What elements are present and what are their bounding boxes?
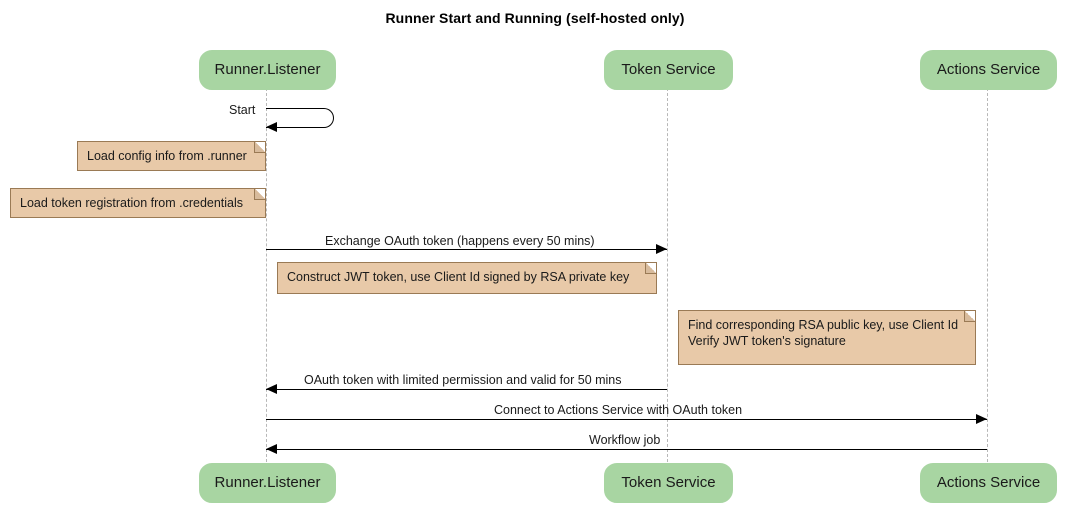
message-arrowhead-start <box>266 122 277 132</box>
message-label-exchange-oauth-token: Exchange OAuth token (happens every 50 m… <box>325 234 595 248</box>
note-fold-corner-icon <box>254 189 265 200</box>
note-construct-jwt-token: Construct JWT token, use Client Id signe… <box>277 262 657 294</box>
note-load-config-text: Load config info from .runner <box>87 149 247 163</box>
note-verify-jwt-line-1: Find corresponding RSA public key, use C… <box>688 318 959 332</box>
message-line-start-selfloop <box>266 108 334 128</box>
participant-runner-listener-top[interactable]: Runner.Listener <box>199 50 336 90</box>
lifeline-token-service <box>667 88 668 462</box>
message-line-exchange-oauth-token <box>266 249 667 250</box>
message-line-connect-actions-service <box>266 419 987 420</box>
message-line-oauth-token-response <box>266 389 667 390</box>
note-fold-corner-icon <box>964 311 975 322</box>
participant-token-service-top[interactable]: Token Service <box>604 50 733 90</box>
message-line-workflow-job <box>266 449 987 450</box>
note-load-config: Load config info from .runner <box>77 141 266 171</box>
note-fold-corner-icon <box>254 142 265 153</box>
lifeline-runner-listener <box>266 88 267 462</box>
message-label-workflow-job: Workflow job <box>589 433 661 447</box>
note-verify-jwt-signature: Find corresponding RSA public key, use C… <box>678 310 976 365</box>
message-arrowhead-connect-actions-service <box>976 413 987 424</box>
participant-token-service-bottom[interactable]: Token Service <box>604 463 733 503</box>
note-load-token-registration: Load token registration from .credential… <box>10 188 266 218</box>
participant-runner-listener-bottom[interactable]: Runner.Listener <box>199 463 336 503</box>
message-arrowhead-exchange-oauth-token <box>656 243 667 254</box>
note-construct-jwt-token-text: Construct JWT token, use Client Id signe… <box>287 270 630 284</box>
note-fold-corner-icon <box>645 263 656 274</box>
note-load-token-registration-text: Load token registration from .credential… <box>20 196 244 210</box>
participant-actions-service-top[interactable]: Actions Service <box>920 50 1057 90</box>
note-verify-jwt-line-2: Verify JWT token's signature <box>688 334 846 348</box>
message-label-oauth-token-response: OAuth token with limited permission and … <box>304 373 622 387</box>
message-arrowhead-oauth-token-response <box>266 383 277 394</box>
participant-actions-service-bottom[interactable]: Actions Service <box>920 463 1057 503</box>
message-label-start: Start <box>229 103 256 117</box>
diagram-title: Runner Start and Running (self-hosted on… <box>385 10 685 26</box>
message-label-connect-actions-service: Connect to Actions Service with OAuth to… <box>494 403 743 417</box>
lifeline-actions-service <box>987 88 988 462</box>
message-arrowhead-workflow-job <box>266 443 277 454</box>
